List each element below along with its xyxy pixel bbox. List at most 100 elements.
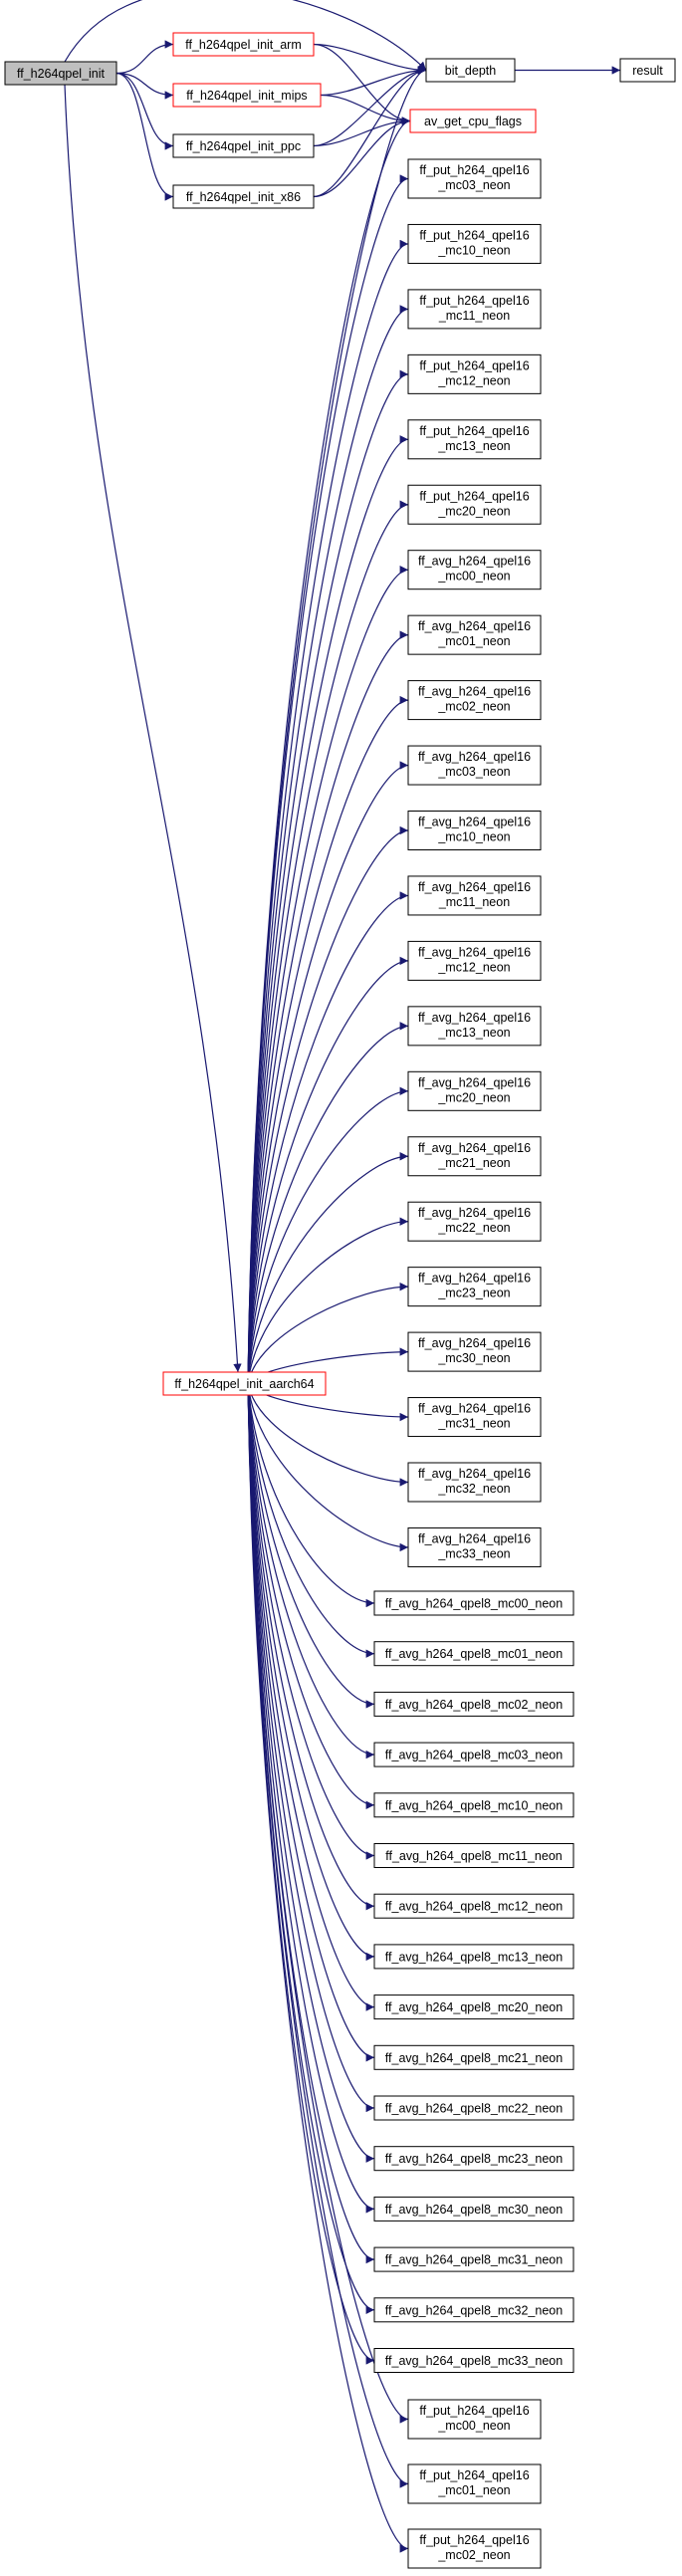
node-avg16_mc20[interactable]: ff_avg_h264_qpel16_mc20_neon [407,1070,542,1111]
node-put16_mc12[interactable]: ff_put_h264_qpel16_mc12_neon [407,353,542,394]
node-box[interactable] [407,353,542,394]
node-put16_mc13[interactable]: ff_put_h264_qpel16_mc13_neon [407,419,542,460]
node-avg16_mc31[interactable]: ff_avg_h264_qpel16_mc31_neon [407,1397,542,1438]
node-avg16_mc22[interactable]: ff_avg_h264_qpel16_mc22_neon [407,1201,542,1242]
node-box[interactable] [407,614,542,655]
node-avg8_mc03[interactable]: ff_avg_h264_qpel8_mc03_neon [373,1742,574,1767]
node-bit_depth[interactable]: bit_depth [425,58,516,83]
node-avg8_mc01[interactable]: ff_avg_h264_qpel8_mc01_neon [373,1641,574,1667]
node-avg8_mc02[interactable]: ff_avg_h264_qpel8_mc02_neon [373,1691,574,1717]
node-box[interactable] [373,2095,574,2121]
node-avg8_mc11[interactable]: ff_avg_h264_qpel8_mc11_neon [373,1843,574,1868]
node-avg16_mc23[interactable]: ff_avg_h264_qpel16_mc23_neon [407,1267,542,1307]
node-box[interactable] [407,745,542,786]
node-box[interactable] [407,1397,542,1438]
node-avg16_mc02[interactable]: ff_avg_h264_qpel16_mc02_neon [407,680,542,721]
node-box[interactable] [172,83,322,108]
node-box[interactable] [407,550,542,590]
node-box[interactable] [407,158,542,199]
node-avg16_mc03[interactable]: ff_avg_h264_qpel16_mc03_neon [407,745,542,786]
node-avg16_mc11[interactable]: ff_avg_h264_qpel16_mc11_neon [407,875,542,916]
node-put16_mc00[interactable]: ff_put_h264_qpel16_mc00_neon [407,2399,542,2440]
node-put16_mc01[interactable]: ff_put_h264_qpel16_mc01_neon [407,2463,542,2504]
node-avg8_mc13[interactable]: ff_avg_h264_qpel8_mc13_neon [373,1944,574,1970]
node-box[interactable] [373,2246,574,2272]
node-box[interactable] [407,419,542,460]
node-avg8_mc23[interactable]: ff_avg_h264_qpel8_mc23_neon [373,2146,574,2172]
node-box[interactable] [172,32,315,57]
node-box[interactable] [162,1371,327,1396]
node-avg16_mc12[interactable]: ff_avg_h264_qpel16_mc12_neon [407,940,542,981]
node-avg8_mc30[interactable]: ff_avg_h264_qpel8_mc30_neon [373,2196,574,2222]
node-ff_h264qpel_init_arm[interactable]: ff_h264qpel_init_arm [172,32,315,57]
node-ff_h264qpel_init_mips[interactable]: ff_h264qpel_init_mips [172,83,322,108]
node-avg8_mc31[interactable]: ff_avg_h264_qpel8_mc31_neon [373,2246,574,2272]
node-avg16_mc21[interactable]: ff_avg_h264_qpel16_mc21_neon [407,1136,542,1177]
node-box[interactable] [407,1526,542,1567]
node-avg16_mc32[interactable]: ff_avg_h264_qpel16_mc32_neon [407,1462,542,1503]
node-avg8_mc33[interactable]: ff_avg_h264_qpel8_mc33_neon [373,2348,574,2373]
node-box[interactable] [407,289,542,330]
node-avg8_mc22[interactable]: ff_avg_h264_qpel8_mc22_neon [373,2095,574,2121]
node-box[interactable] [425,58,516,83]
node-box[interactable] [373,1843,574,1868]
node-box[interactable] [407,680,542,721]
node-put16_mc02[interactable]: ff_put_h264_qpel16_mc02_neon [407,2528,542,2569]
node-box[interactable] [407,1331,542,1372]
node-box[interactable] [407,484,542,525]
node-result[interactable]: result [619,58,676,83]
node-box[interactable] [409,109,537,133]
node-box[interactable] [407,2463,542,2504]
node-box[interactable] [407,2399,542,2440]
node-avg8_mc00[interactable]: ff_avg_h264_qpel8_mc00_neon [373,1590,574,1616]
node-box[interactable] [373,1792,574,1818]
node-box[interactable] [407,2528,542,2569]
node-avg8_mc32[interactable]: ff_avg_h264_qpel8_mc32_neon [373,2297,574,2323]
node-ff_h264qpel_init_x86[interactable]: ff_h264qpel_init_x86 [172,184,315,209]
node-box[interactable] [407,1136,542,1177]
node-box[interactable] [407,940,542,981]
node-ff_h264qpel_init_aarch64[interactable]: ff_h264qpel_init_aarch64 [162,1371,327,1396]
node-box[interactable] [407,1267,542,1307]
node-box[interactable] [373,1893,574,1919]
node-avg8_mc10[interactable]: ff_avg_h264_qpel8_mc10_neon [373,1792,574,1818]
node-put16_mc11[interactable]: ff_put_h264_qpel16_mc11_neon [407,289,542,330]
node-avg8_mc12[interactable]: ff_avg_h264_qpel8_mc12_neon [373,1893,574,1919]
node-box[interactable] [407,1462,542,1503]
node-box[interactable] [373,1691,574,1717]
node-box[interactable] [407,223,542,264]
node-box[interactable] [619,58,676,83]
node-avg8_mc20[interactable]: ff_avg_h264_qpel8_mc20_neon [373,1994,574,2020]
node-box[interactable] [4,61,117,86]
node-avg16_mc30[interactable]: ff_avg_h264_qpel16_mc30_neon [407,1331,542,1372]
node-avg8_mc21[interactable]: ff_avg_h264_qpel8_mc21_neon [373,2044,574,2070]
node-box[interactable] [373,2297,574,2323]
node-box[interactable] [373,2146,574,2172]
node-avg16_mc33[interactable]: ff_avg_h264_qpel16_mc33_neon [407,1526,542,1567]
node-avg16_mc10[interactable]: ff_avg_h264_qpel16_mc10_neon [407,811,542,850]
node-box[interactable] [373,1641,574,1667]
node-box[interactable] [373,1742,574,1767]
node-put16_mc10[interactable]: ff_put_h264_qpel16_mc10_neon [407,223,542,264]
node-box[interactable] [407,811,542,850]
node-box[interactable] [172,184,315,209]
node-ff_h264qpel_init[interactable]: ff_h264qpel_init [4,61,117,86]
node-put16_mc20[interactable]: ff_put_h264_qpel16_mc20_neon [407,484,542,525]
node-avg16_mc00[interactable]: ff_avg_h264_qpel16_mc00_neon [407,550,542,590]
node-put16_mc03[interactable]: ff_put_h264_qpel16_mc03_neon [407,158,542,199]
node-avg16_mc13[interactable]: ff_avg_h264_qpel16_mc13_neon [407,1006,542,1047]
node-box[interactable] [407,875,542,916]
node-box[interactable] [373,2044,574,2070]
node-box[interactable] [373,1944,574,1970]
node-av_get_cpu_flags[interactable]: av_get_cpu_flags [409,109,537,133]
node-box[interactable] [373,1994,574,2020]
node-box[interactable] [172,133,315,158]
node-avg16_mc01[interactable]: ff_avg_h264_qpel16_mc01_neon [407,614,542,655]
node-box[interactable] [373,2348,574,2373]
node-box[interactable] [407,1070,542,1111]
node-box[interactable] [407,1006,542,1047]
node-box[interactable] [407,1201,542,1242]
node-ff_h264qpel_init_ppc[interactable]: ff_h264qpel_init_ppc [172,133,315,158]
node-box[interactable] [373,1590,574,1616]
node-box[interactable] [373,2196,574,2222]
